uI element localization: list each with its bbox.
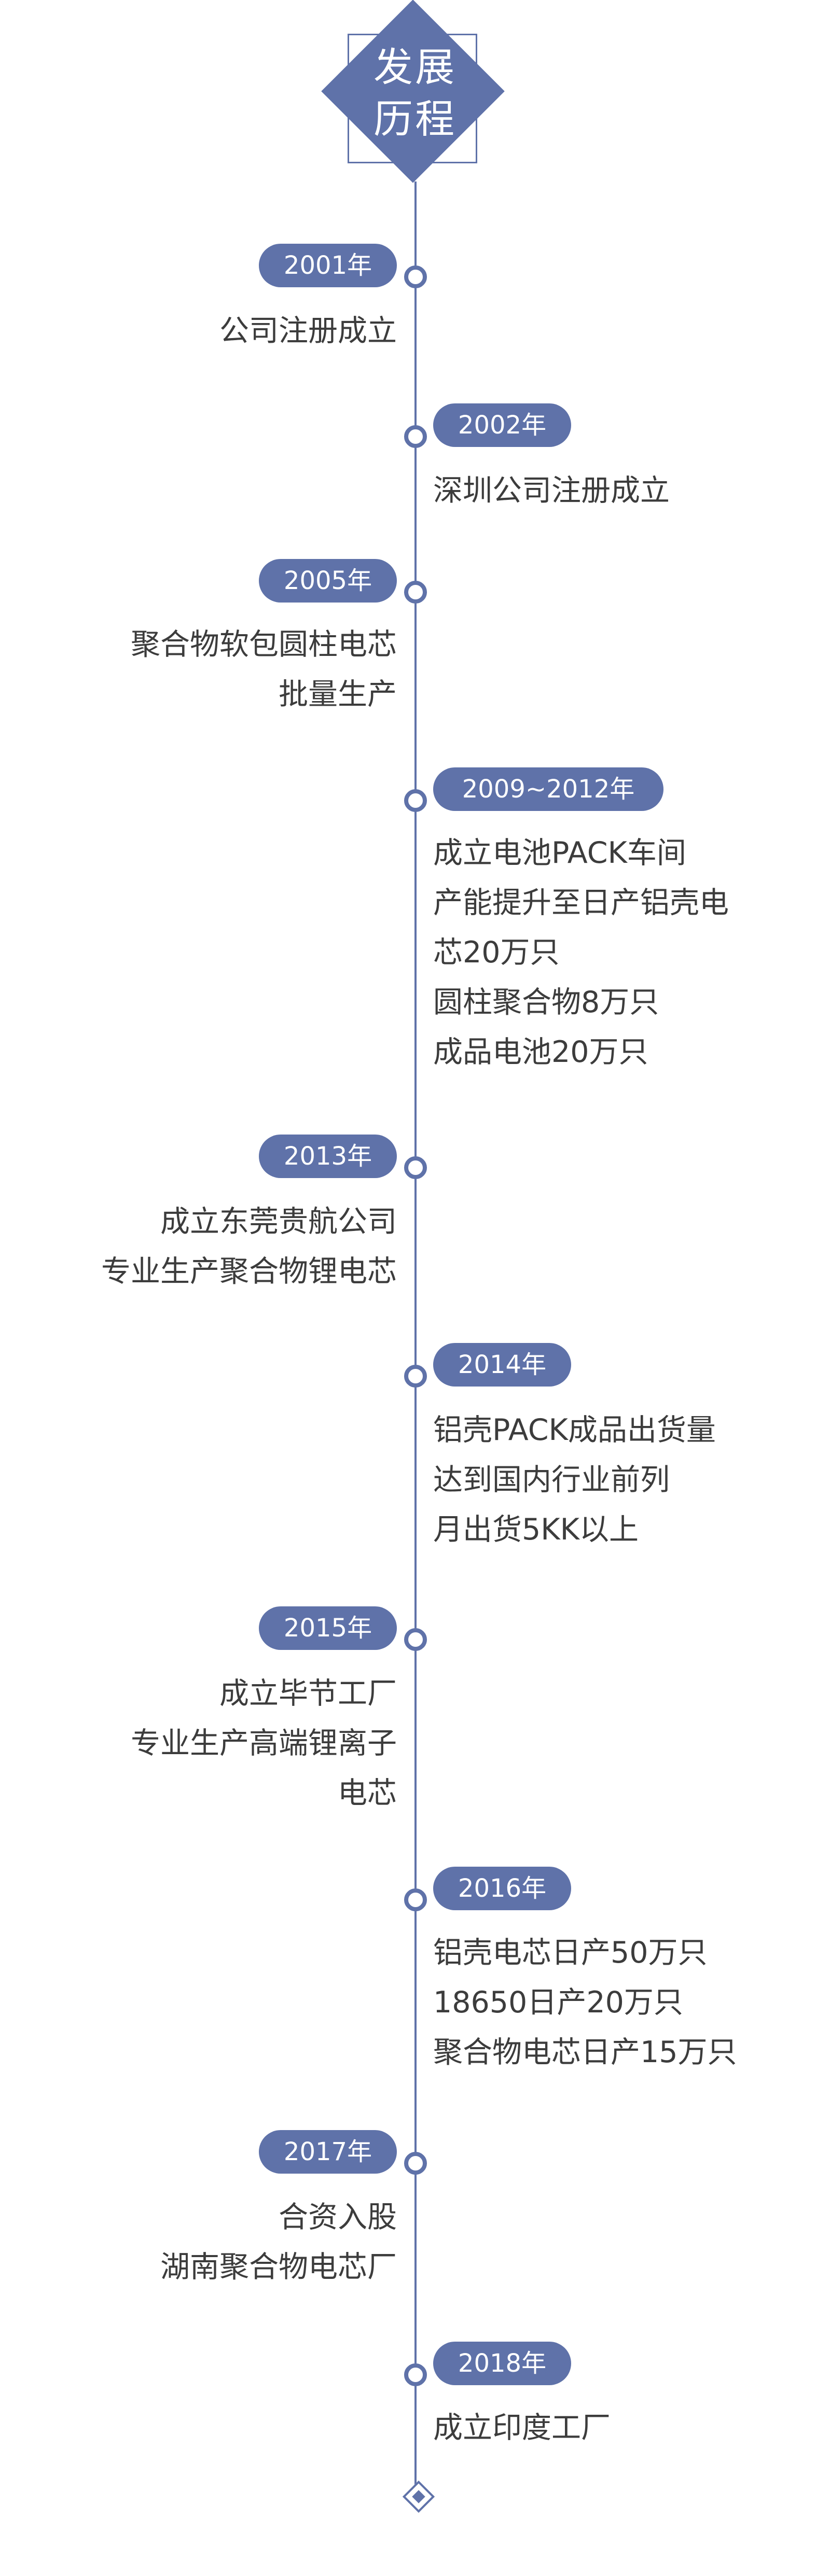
milestone-description: 合资入股湖南聚合物电芯厂 bbox=[160, 2192, 397, 2292]
milestone-description-line: 成立东莞贵航公司 bbox=[160, 1205, 397, 1239]
milestone-description-line: 电芯 bbox=[338, 1776, 397, 1810]
milestone-description: 深圳公司注册成立 bbox=[433, 466, 670, 515]
timeline-axis bbox=[414, 181, 417, 2502]
milestone-description: 铝壳电芯日产50万只 18650日产20万只聚合物电芯日产15万只 bbox=[433, 1928, 737, 2077]
timeline-node-icon bbox=[404, 2363, 427, 2386]
milestone-description-line: 产能提升至日产铝壳电 bbox=[433, 886, 729, 920]
milestone-description-line: 批量生产 bbox=[279, 677, 397, 711]
milestone-description-line: 铝壳PACK成品出货量 bbox=[433, 1413, 716, 1447]
timeline-end-icon-inner bbox=[412, 2490, 425, 2503]
timeline-node-icon bbox=[404, 265, 427, 288]
milestone-description-line: 成立电池PACK车间 bbox=[433, 836, 686, 870]
timeline-node-icon bbox=[404, 1628, 427, 1651]
timeline-node-icon bbox=[404, 581, 427, 604]
milestone-description: 成立毕节工厂专业生产高端锂离子电芯 bbox=[131, 1669, 397, 1818]
milestone-description: 成立电池PACK车间产能提升至日产铝壳电芯20万只圆柱聚合物8万只成品电池20万… bbox=[433, 828, 729, 1077]
timeline-node-icon bbox=[404, 425, 427, 448]
milestone-description-line: 合资入股 bbox=[279, 2200, 397, 2234]
milestone-description-line: 专业生产聚合物锂电芯 bbox=[101, 1254, 397, 1289]
milestone-description-line: 成立毕节工厂 bbox=[219, 1676, 397, 1711]
milestone-description-line: 芯20万只 bbox=[433, 935, 560, 970]
year-badge: 2017年 bbox=[259, 2130, 397, 2174]
timeline-node-icon bbox=[404, 1888, 427, 1911]
year-badge: 2005年 bbox=[259, 559, 397, 603]
milestone-description-line: 聚合物软包圆柱电芯 bbox=[131, 627, 397, 662]
milestone-description-line: 聚合物电芯日产15万只 bbox=[433, 2035, 737, 2069]
milestone-description-line: 湖南聚合物电芯厂 bbox=[160, 2250, 397, 2284]
year-badge: 2018年 bbox=[433, 2342, 571, 2385]
milestone-description: 成立印度工厂 bbox=[433, 2403, 611, 2453]
milestone-description: 成立东莞贵航公司专业生产聚合物锂电芯 bbox=[101, 1197, 397, 1296]
timeline-node-icon bbox=[404, 1156, 427, 1179]
year-badge: 2016年 bbox=[433, 1867, 571, 1910]
milestone-description-line: 公司注册成立 bbox=[219, 314, 397, 348]
milestone-description: 聚合物软包圆柱电芯批量生产 bbox=[131, 620, 397, 719]
page-title-line-1: 发展 bbox=[374, 44, 457, 90]
milestone-description: 铝壳PACK成品出货量达到国内行业前列月出货5KK以上 bbox=[433, 1405, 716, 1555]
year-badge: 2014年 bbox=[433, 1343, 571, 1387]
timeline-node-icon bbox=[404, 789, 427, 812]
milestone-description-line: 深圳公司注册成立 bbox=[433, 473, 670, 508]
milestone-description-line: 达到国内行业前列 bbox=[433, 1463, 670, 1497]
page-title: 发展 历程 bbox=[348, 41, 482, 145]
milestone-description-line: 专业生产高端锂离子 bbox=[131, 1726, 397, 1760]
page-title-line-2: 历程 bbox=[374, 96, 457, 142]
year-badge: 2015年 bbox=[259, 1606, 397, 1650]
milestone-description-line: 成品电池20万只 bbox=[433, 1035, 648, 1069]
milestone-description: 公司注册成立 bbox=[219, 306, 397, 356]
year-badge: 2009~2012年 bbox=[433, 767, 663, 811]
milestone-description-line: 18650日产20万只 bbox=[433, 1985, 683, 2020]
year-badge: 2002年 bbox=[433, 403, 571, 447]
year-badge: 2001年 bbox=[259, 244, 397, 287]
milestone-description-line: 月出货5KK以上 bbox=[433, 1513, 639, 1547]
year-badge: 2013年 bbox=[259, 1135, 397, 1178]
milestone-description-line: 圆柱聚合物8万只 bbox=[433, 985, 659, 1019]
timeline-node-icon bbox=[404, 2152, 427, 2175]
timeline-end-icon bbox=[402, 2480, 435, 2513]
milestone-description-line: 铝壳电芯日产50万只 bbox=[433, 1936, 708, 1970]
timeline-node-icon bbox=[404, 1365, 427, 1388]
milestone-description-line: 成立印度工厂 bbox=[433, 2411, 611, 2445]
